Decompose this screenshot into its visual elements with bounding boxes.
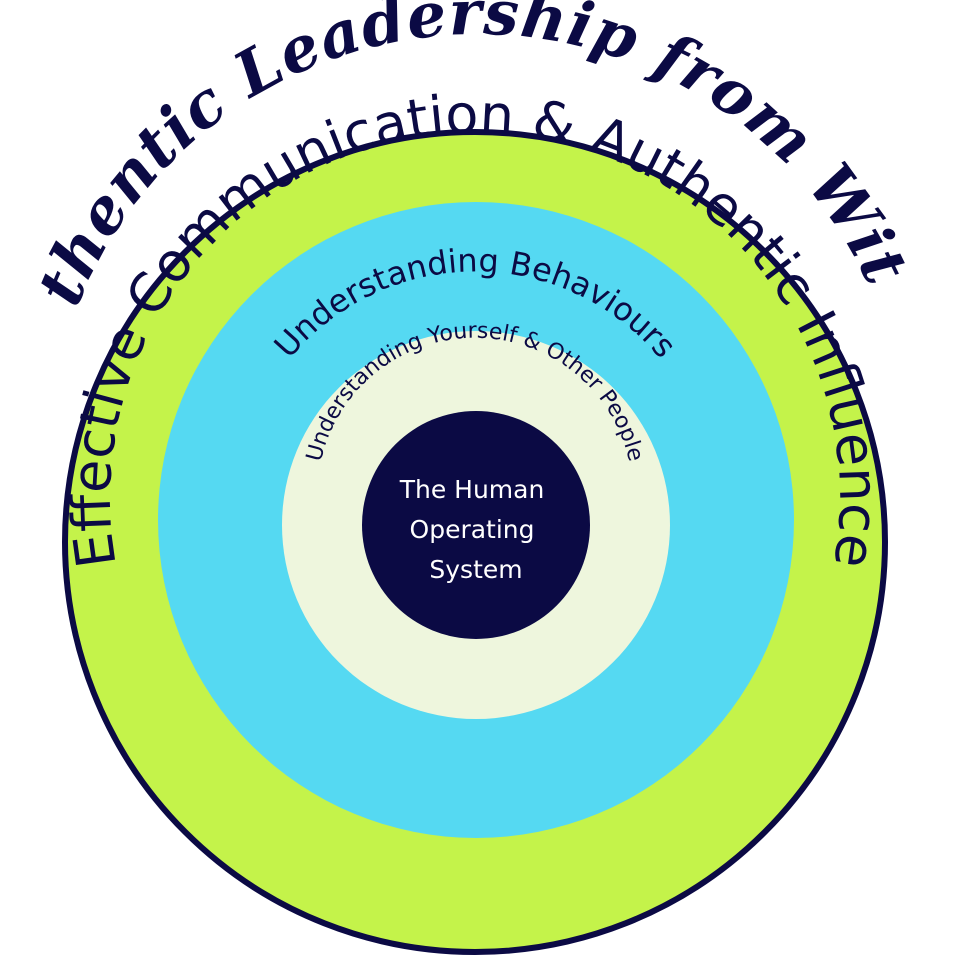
- core-label-line-1: The Human: [399, 475, 545, 504]
- core-circle: [362, 411, 590, 639]
- core-label: The Human Operating System: [399, 475, 553, 584]
- core-label-line-3: System: [429, 555, 522, 584]
- core-label-line-2: Operating: [410, 515, 535, 544]
